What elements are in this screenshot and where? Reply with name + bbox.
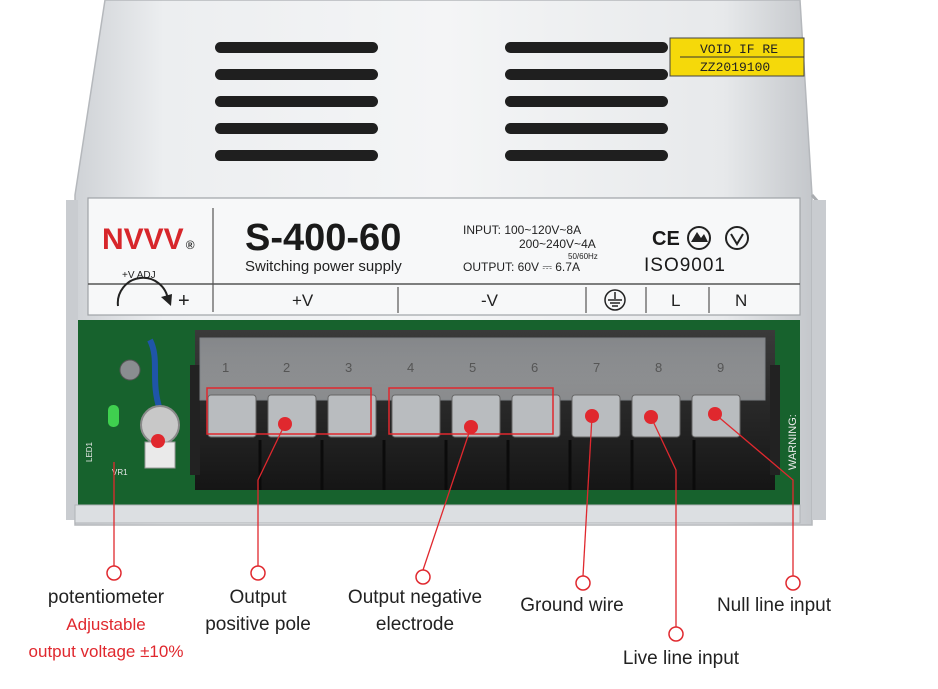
rotate-arrow-icon: [116, 276, 169, 307]
board-warning-label: WARNING:: [787, 414, 799, 470]
warranty-line-2: ZZ2019100: [700, 60, 770, 75]
altitude-icon: [687, 226, 711, 250]
terminal-number-9: 9: [717, 360, 724, 375]
callout-null-line: Null line input: [700, 592, 848, 619]
output-spec: OUTPUT: 60V ⎓ 6.7A: [463, 260, 580, 274]
frequency-spec: 50/60Hz: [568, 252, 598, 261]
terminal-number-2: 2: [283, 360, 290, 375]
callout-positive-pole: Output positive pole: [188, 584, 328, 638]
terminal-label-minus-v: -V: [481, 291, 499, 310]
board-led-label: LED1: [85, 441, 94, 462]
callout-negative-electrode: Output negative electrode: [330, 584, 500, 638]
green-led: [108, 405, 119, 427]
positive-line-1: Output: [229, 587, 287, 608]
screw-terminals: [207, 394, 741, 438]
brand-logo: NVVV®: [102, 223, 195, 256]
ground-text: Ground wire: [520, 595, 624, 616]
terminal-label-l: L: [671, 291, 680, 310]
iso-certification: ISO9001: [644, 255, 726, 276]
front-label: NVVV® S-400-60 Switching power supply IN…: [87, 197, 801, 316]
product-subtitle: Switching power supply: [245, 258, 402, 275]
terminal-label-n: N: [735, 291, 747, 310]
ground-symbol-icon: [604, 289, 626, 311]
callout-ground-wire: Ground wire: [503, 592, 641, 619]
vent-slots: [215, 42, 668, 161]
terminal-number-6: 6: [531, 360, 538, 375]
negative-line-1: Output negative: [347, 587, 483, 608]
adj-plus: +: [178, 290, 190, 312]
potentiometer-text: potentiometer: [47, 587, 165, 608]
safety-icon: [725, 226, 749, 250]
warranty-sticker: VOID IF RE ZZ2019100: [669, 37, 805, 77]
terminal-number-1: 1: [222, 360, 229, 375]
terminal-number-4: 4: [407, 360, 414, 375]
model-number: S-400-60: [245, 217, 401, 259]
callout-live-line: Live line input: [606, 645, 756, 672]
live-text: Live line input: [622, 648, 740, 669]
adjustable-text: Adjustable: [66, 615, 146, 634]
leader-endpoints: [106, 565, 801, 642]
null-text: Null line input: [716, 595, 832, 616]
callout-potentiometer: potentiometer Adjustable output voltage …: [0, 584, 212, 665]
terminal-number-8: 8: [655, 360, 662, 375]
positive-group-box: [206, 387, 372, 435]
terminal-block: 1 2 3 4 5 6 7 8 9: [190, 330, 780, 490]
terminal-number-3: 3: [345, 360, 352, 375]
input-spec-2: 200~240V~4A: [519, 237, 596, 251]
terminal-number-5: 5: [469, 360, 476, 375]
board-vr-label: VR1: [112, 468, 128, 477]
input-spec: INPUT: 100~120V~8A: [463, 223, 581, 237]
warranty-line-1: VOID IF RE: [700, 42, 778, 57]
ce-mark: CE: [652, 228, 680, 250]
adj-label: +V ADJ: [122, 270, 156, 281]
negative-line-2: electrode: [375, 614, 455, 635]
terminal-number-7: 7: [593, 360, 600, 375]
terminal-label-plus-v: +V: [292, 291, 314, 310]
output-voltage-text: output voltage ±10%: [28, 642, 184, 661]
positive-line-2: positive pole: [205, 614, 311, 635]
leader-lines: [113, 413, 794, 627]
